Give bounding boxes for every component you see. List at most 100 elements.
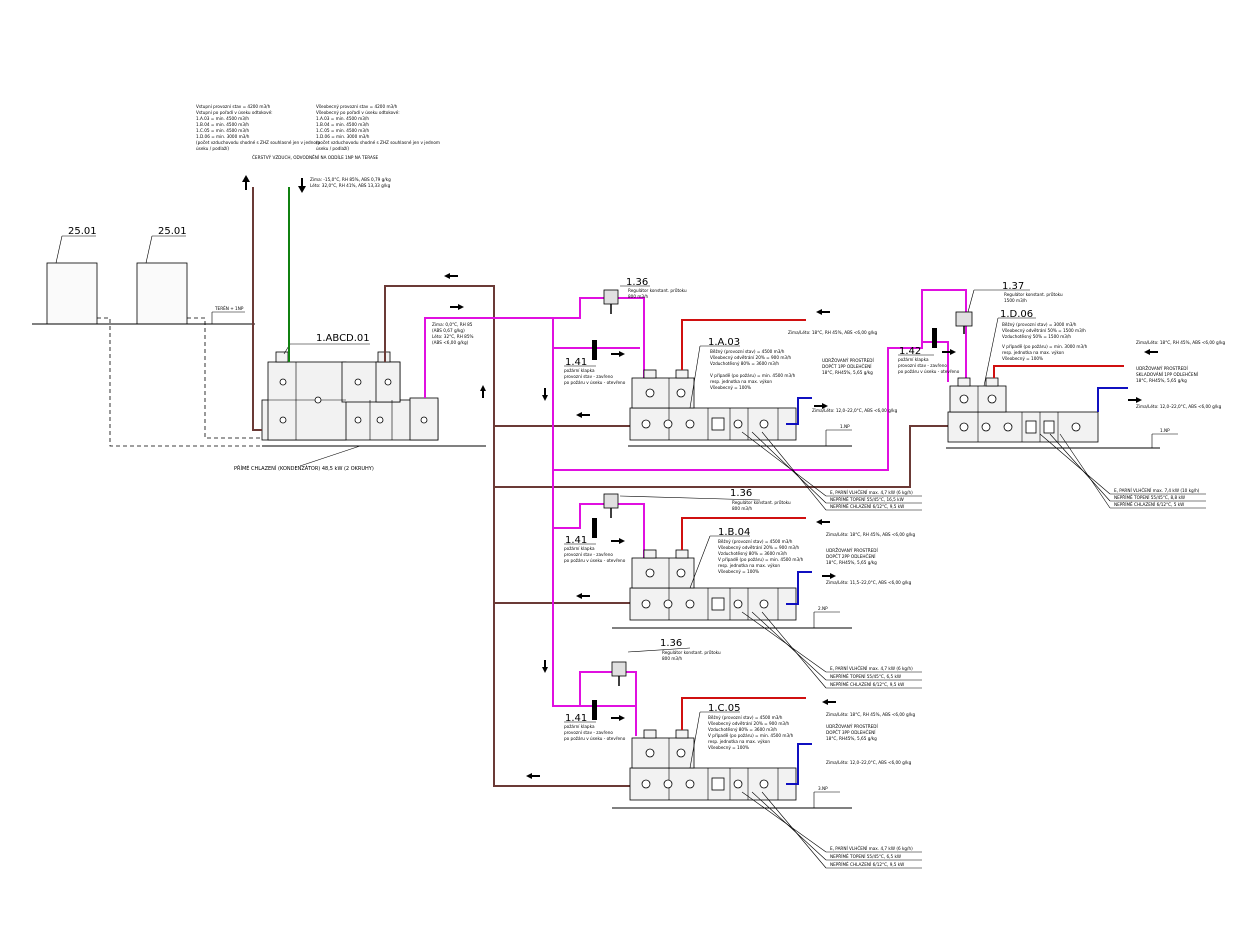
svg-text:NEPŘÍMÉ CHLAZENÍ 6/12°C, 9,5 k: NEPŘÍMÉ CHLAZENÍ 6/12°C, 9,5 kW bbox=[830, 682, 904, 687]
svg-text:1.D.06 = min. 3000 m3/h: 1.D.06 = min. 3000 m3/h bbox=[196, 134, 250, 139]
svg-text:1.36: 1.36 bbox=[660, 638, 682, 649]
arrow-icon bbox=[542, 660, 548, 673]
svg-text:1.C.05: 1.C.05 bbox=[708, 703, 740, 714]
svg-text:Regulátor konstant. průtoku: Regulátor konstant. průtoku bbox=[732, 500, 791, 505]
svg-text:NEPŘÍMÉ TOPENÍ 55/45°C, 6,5 kW: NEPŘÍMÉ TOPENÍ 55/45°C, 6,5 kW bbox=[830, 854, 901, 859]
arrow-icon bbox=[816, 519, 830, 525]
main-unit-tag: 1.ABCD.01 bbox=[316, 333, 370, 344]
arrow-icon bbox=[526, 773, 540, 779]
svg-text:V případě (po požáru) = min. 4: V případě (po požáru) = min. 4500 m3/h bbox=[710, 373, 796, 378]
svg-text:požární klapka: požární klapka bbox=[564, 368, 595, 373]
svg-text:NEPŘÍMÉ CHLAZENÍ 6/12°C, 9,5 k: NEPŘÍMÉ CHLAZENÍ 6/12°C, 9,5 kW bbox=[830, 504, 904, 509]
unit-1-c-05: 1.C.05 Běžný (provozní stav) = 4500 m3/h… bbox=[612, 703, 852, 809]
arrow-icon bbox=[576, 412, 590, 418]
svg-text:Všeobecný = 100%: Všeobecný = 100% bbox=[708, 745, 749, 750]
svg-text:Všeobecný odvětrání 20% = 900: Všeobecný odvětrání 20% = 900 m3/h bbox=[710, 355, 791, 360]
arrow-icon bbox=[611, 715, 625, 721]
outdoor-unit-2: 25.01 bbox=[136, 226, 188, 325]
regulator-1-37: 1.37 Regulátor konstant. průtoku 1500 m3… bbox=[955, 281, 1063, 334]
arrow-icon bbox=[242, 175, 250, 190]
regulator-1-36-a: 1.36 Regulátor konstant. průtoku 800 m3/… bbox=[603, 277, 687, 314]
svg-text:SKLADOVÁNÍ 1PP ODLEHČENÍ: SKLADOVÁNÍ 1PP ODLEHČENÍ bbox=[1136, 372, 1199, 377]
svg-text:1.37: 1.37 bbox=[1002, 281, 1024, 292]
svg-text:úseku / podlaží): úseku / podlaží) bbox=[316, 146, 349, 151]
svg-text:18°C, RH45%, 5,65 g/kg: 18°C, RH45%, 5,65 g/kg bbox=[1136, 378, 1187, 383]
svg-text:1.A.03 = min. 4500 m3/h: 1.A.03 = min. 4500 m3/h bbox=[316, 116, 369, 121]
svg-text:NEPŘÍMÉ TOPENÍ 55/45°C, 8,8 kW: NEPŘÍMÉ TOPENÍ 55/45°C, 8,8 kW bbox=[1114, 495, 1185, 500]
svg-text:resp. jednotka na max. výkon: resp. jednotka na max. výkon bbox=[1002, 350, 1064, 355]
svg-text:provozní stav - zavřeno: provozní stav - zavřeno bbox=[564, 730, 613, 735]
svg-text:NEPŘÍMÉ CHLAZENÍ 6/12°C, 9,5 k: NEPŘÍMÉ CHLAZENÍ 6/12°C, 9,5 kW bbox=[830, 862, 904, 867]
svg-text:DOPČT 1PP ODLEHČENÍ: DOPČT 1PP ODLEHČENÍ bbox=[822, 364, 872, 369]
main-unit-footer: PŘÍMÉ CHLAZENÍ (KONDENZÁTOR) 48,5 kW (2 … bbox=[234, 464, 374, 472]
svg-text:Vzduchotěsný 80% = 3600 m3/h: Vzduchotěsný 80% = 3600 m3/h bbox=[718, 551, 787, 556]
svg-text:1.A.03: 1.A.03 bbox=[708, 337, 740, 348]
svg-text:Zima: 0,0°C, RH 85: Zima: 0,0°C, RH 85 bbox=[432, 322, 473, 327]
svg-text:Všeobecný provozní stav = 4200: Všeobecný provozní stav = 4200 m3/h bbox=[316, 104, 398, 109]
svg-text:po požáru v úseku - otevřeno: po požáru v úseku - otevřeno bbox=[564, 736, 626, 741]
svg-text:Všeobecný odvětrání 50% = 1500: Všeobecný odvětrání 50% = 1500 m3/h bbox=[1002, 328, 1086, 333]
regulator-1-36-c: 1.36 Regulátor konstant. průtoku 800 m3/… bbox=[611, 638, 721, 686]
svg-text:provozní stav - zavřeno: provozní stav - zavřeno bbox=[898, 363, 947, 368]
damper-icon bbox=[592, 340, 597, 360]
arrow-icon bbox=[822, 573, 836, 579]
main-unit-notes-right: Všeobecný provozní stav = 4200 m3/h Všeo… bbox=[316, 104, 440, 151]
svg-text:Běžný (provozní stav) = 3000 m: Běžný (provozní stav) = 3000 m3/h bbox=[1002, 322, 1077, 327]
svg-text:UDRŽOVANÝ PROSTŘEDÍ: UDRŽOVANÝ PROSTŘEDÍ bbox=[826, 724, 878, 729]
svg-text:Všeobecný = 100%: Všeobecný = 100% bbox=[718, 569, 759, 574]
svg-text:Všeobecný po pořadí v úseku od: Všeobecný po pořadí v úseku odtokové: bbox=[316, 110, 400, 115]
arrow-icon bbox=[480, 385, 486, 398]
svg-text:V případě (po požáru) = min. 3: V případě (po požáru) = min. 3000 m3/h bbox=[1002, 344, 1088, 349]
svg-text:Léto: 32°C, RH 85%: Léto: 32°C, RH 85% bbox=[432, 334, 474, 339]
arrow-icon bbox=[942, 349, 956, 355]
damper-1-41-b: 1.41 požární klapka provozní stav - zavř… bbox=[564, 518, 626, 563]
unit-1-b-04: 1.B.04 Běžný (provozní stav) = 4500 m3/h… bbox=[612, 527, 852, 629]
arrow-icon bbox=[822, 699, 836, 705]
svg-text:Vstupní provozní stav = 4200 m: Vstupní provozní stav = 4200 m3/h bbox=[196, 104, 271, 109]
main-unit-center-note: ČERSTVÝ VZDUCH, ODVODNĚNÍ NA ODDÍLE 1NP … bbox=[252, 155, 379, 160]
svg-text:NEPŘÍMÉ CHLAZENÍ 6/12°C, 5 kW: NEPŘÍMÉ CHLAZENÍ 6/12°C, 5 kW bbox=[1114, 502, 1184, 507]
svg-text:800 m3/h: 800 m3/h bbox=[662, 656, 682, 661]
arrow-icon bbox=[1144, 349, 1158, 355]
arrow-icon bbox=[816, 309, 830, 315]
svg-text:V případě (po požáru) = min. 4: V případě (po požáru) = min. 4500 m3/h bbox=[708, 733, 794, 738]
svg-text:resp. jednotka na max. výkon: resp. jednotka na max. výkon bbox=[718, 563, 780, 568]
svg-text:V případě (po požáru) = min. 4: V případě (po požáru) = min. 4500 m3/h bbox=[718, 557, 804, 562]
svg-text:1.C.05 = min. 4500 m3/h: 1.C.05 = min. 4500 m3/h bbox=[316, 128, 369, 133]
regulator-icon bbox=[603, 493, 619, 518]
svg-text:resp. jednotka na max. výkon: resp. jednotka na max. výkon bbox=[710, 379, 772, 384]
svg-text:Běžný (provozní stav) = 4500 m: Běžný (provozní stav) = 4500 m3/h bbox=[708, 715, 783, 720]
svg-text:Zima/Léto: 18°C, RH 45%, ABS <: Zima/Léto: 18°C, RH 45%, ABS <6,00 g/kg bbox=[826, 532, 916, 537]
svg-text:Běžný (provozní stav) = 4500 m: Běžný (provozní stav) = 4500 m3/h bbox=[718, 539, 793, 544]
svg-text:1.42: 1.42 bbox=[899, 346, 921, 357]
svg-text:800 m3/h: 800 m3/h bbox=[628, 294, 648, 299]
outdoor-climate-winter: Zima: -15,0°C, RH 85%, ABS 0,79 g/kg bbox=[310, 177, 391, 182]
svg-text:po požáru v úseku - otevřeno: po požáru v úseku - otevřeno bbox=[564, 380, 626, 385]
svg-text:Vzduchotěsný 80% = 3600 m3/h: Vzduchotěsný 80% = 3600 m3/h bbox=[708, 727, 777, 732]
svg-text:Zima/Léto: 12,0–22,0°C, ABS <6: Zima/Léto: 12,0–22,0°C, ABS <6,00 g/kg bbox=[812, 408, 898, 413]
outdoor-unit-2-tag: 25.01 bbox=[158, 226, 187, 237]
svg-text:DOPČT 3PP ODLEHČENÍ: DOPČT 3PP ODLEHČENÍ bbox=[826, 730, 876, 735]
svg-text:UDRŽOVANÝ PROSTŘEDÍ: UDRŽOVANÝ PROSTŘEDÍ bbox=[826, 548, 878, 553]
svg-text:Všeobecný = 100%: Všeobecný = 100% bbox=[1002, 356, 1043, 361]
svg-text:1.41: 1.41 bbox=[565, 535, 587, 546]
svg-text:18°C, RH45%, 5,65 g/kg: 18°C, RH45%, 5,65 g/kg bbox=[826, 736, 877, 741]
damper-1-41-a: 1.41 požární klapka provozní stav - zavř… bbox=[564, 340, 626, 385]
svg-text:1.NP: 1.NP bbox=[1160, 428, 1170, 433]
regulator-icon bbox=[955, 311, 973, 334]
svg-text:18°C, RH45%, 5,65 g/kg: 18°C, RH45%, 5,65 g/kg bbox=[826, 560, 877, 565]
svg-text:1.36: 1.36 bbox=[626, 277, 648, 288]
outdoor-unit-1-tag: 25.01 bbox=[68, 226, 97, 237]
svg-text:NEPŘÍMÉ TOPENÍ 55/45°C, 6,5 kW: NEPŘÍMÉ TOPENÍ 55/45°C, 6,5 kW bbox=[830, 674, 901, 679]
svg-text:Vzduchotěsný 80% = 3600 m3/h: Vzduchotěsný 80% = 3600 m3/h bbox=[710, 361, 779, 366]
regulator-1-36-b: 1.36 Regulátor konstant. průtoku 800 m3/… bbox=[603, 488, 791, 518]
damper-icon bbox=[592, 700, 597, 720]
arrow-icon bbox=[298, 178, 306, 193]
svg-text:(počet vzduchovodu shodné s ZH: (počet vzduchovodu shodné s ZHZ souhlasn… bbox=[316, 140, 440, 145]
svg-text:1.D.06 = min. 3000 m3/h: 1.D.06 = min. 3000 m3/h bbox=[316, 134, 370, 139]
svg-text:E, PARNÍ VLHČENÍ max. 4,7 kW (: E, PARNÍ VLHČENÍ max. 4,7 kW (6 kg/h) bbox=[830, 490, 913, 495]
svg-text:Zima/Léto: 18°C, RH 45%, ABS <: Zima/Léto: 18°C, RH 45%, ABS <6,00 g/kg bbox=[1136, 340, 1226, 345]
unit-1-d-06: 1.D.06 Běžný (provozní stav) = 3000 m3/h… bbox=[946, 309, 1160, 449]
svg-text:E, PARNÍ VLHČENÍ max. 4,7 kW (: E, PARNÍ VLHČENÍ max. 4,7 kW (6 kg/h) bbox=[830, 846, 913, 851]
main-unit-notes-left: Vstupní provozní stav = 4200 m3/h Vstupn… bbox=[196, 104, 320, 151]
